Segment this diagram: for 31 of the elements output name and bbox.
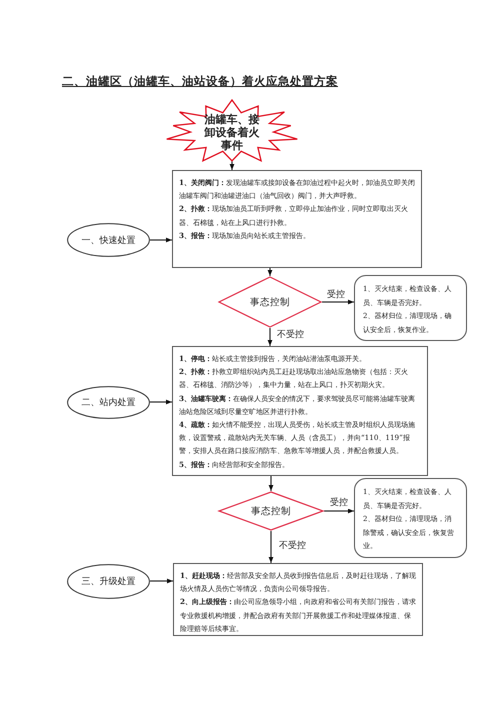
event-text: 油罐车、接卸设备着火事件 — [203, 112, 260, 152]
stage-text: 三、升级处置 — [82, 576, 136, 588]
result-box — [354, 478, 467, 558]
decision-diamond — [218, 491, 324, 531]
step-box — [172, 346, 428, 476]
edge-label: 受控 — [329, 498, 349, 509]
arrow — [268, 328, 272, 346]
arrow — [268, 268, 272, 276]
stage-ellipse — [67, 564, 150, 599]
arrow — [322, 300, 354, 304]
title: 二、油罐区（油罐车、油站设备）着火应急处置方案 — [62, 74, 338, 89]
stage-ellipse — [67, 223, 150, 257]
result-box — [354, 275, 467, 341]
arrow — [268, 476, 274, 492]
arrow — [268, 530, 274, 564]
stage-text: 一、快速处置 — [82, 234, 136, 246]
edge-label: 不受控 — [278, 541, 307, 552]
decision-text: 事态控制 — [250, 296, 290, 308]
step-box — [172, 170, 422, 268]
arrow — [324, 508, 354, 514]
arrow — [150, 238, 172, 242]
decision-diamond — [218, 276, 322, 328]
burst-shape — [165, 100, 299, 164]
stage-text: 二、站内处置 — [82, 396, 136, 409]
arrow — [149, 400, 172, 404]
arrow — [149, 578, 174, 584]
step-box — [173, 563, 423, 636]
decision-text: 事态控制 — [251, 504, 291, 518]
stage-ellipse — [67, 386, 150, 419]
edge-label: 不受控 — [276, 330, 305, 341]
edge-label: 受控 — [326, 290, 346, 301]
